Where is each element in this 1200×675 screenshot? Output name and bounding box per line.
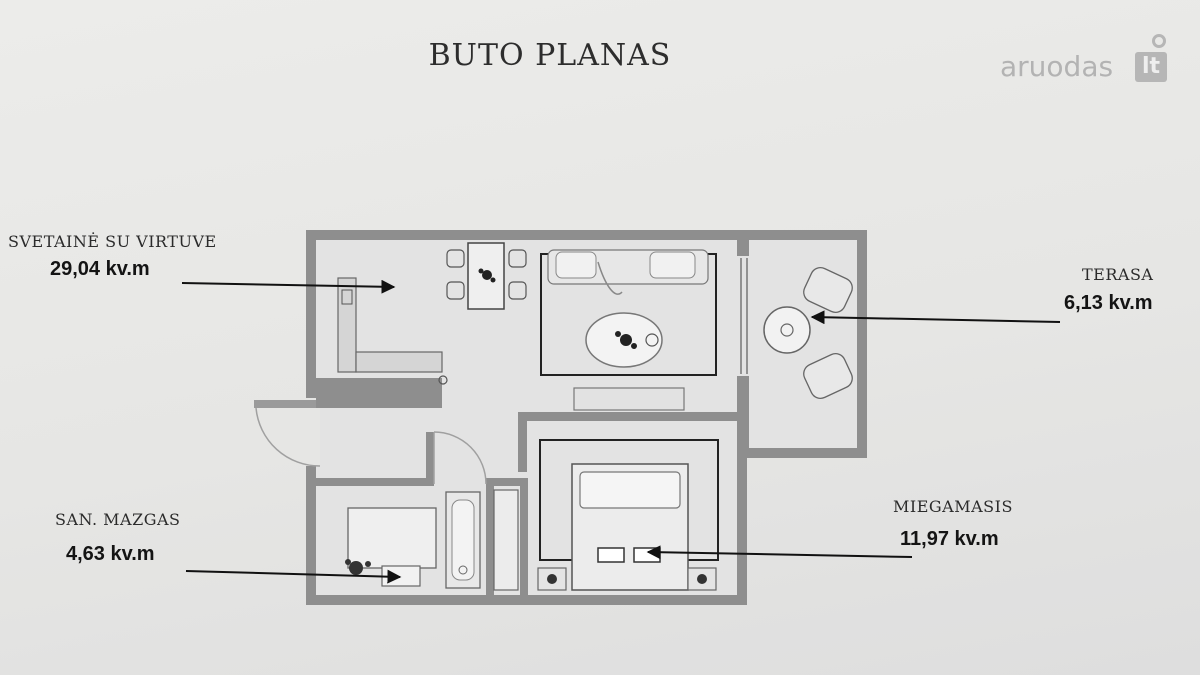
label-bathroom-area: 4,63 kv.m [66, 543, 155, 565]
bedroom-furniture [537, 439, 719, 591]
bathroom-door [433, 431, 487, 485]
label-bedroom-area: 11,97 kv.m [900, 528, 999, 550]
entrance-door [254, 400, 321, 467]
terrace-furniture [763, 267, 853, 399]
arrow-bathroom [185, 569, 402, 584]
label-living-room-area: 29,04 kv.m [50, 258, 150, 280]
arrow-terrace [810, 310, 1061, 325]
dining-table [446, 242, 527, 310]
page-title: BUTO PLANAS [428, 38, 672, 73]
watermark-badge: lt [1135, 52, 1167, 82]
kitchen-counter [337, 277, 448, 385]
watermark-word: aruodas [1000, 50, 1114, 83]
arrow-living-room [181, 279, 396, 294]
leader-arrows [181, 279, 1061, 584]
aruodas-watermark-logo: aruodas lt [1000, 34, 1175, 88]
label-living-room-name: SVETAINĖ SU VIRTUVE [8, 232, 217, 251]
bathroom-fixtures [345, 489, 519, 591]
tv-console [573, 387, 685, 411]
label-terrace-area: 6,13 kv.m [1064, 292, 1153, 314]
interior-walls [316, 378, 737, 595]
sofa-area [540, 249, 717, 376]
house-chimney-icon [1152, 34, 1166, 48]
label-bathroom-name: SAN. MAZGAS [55, 510, 181, 529]
label-terrace-name: TERASA [1082, 265, 1154, 284]
label-bedroom-name: MIEGAMASIS [893, 497, 1013, 516]
arrow-bedroom [646, 545, 913, 560]
